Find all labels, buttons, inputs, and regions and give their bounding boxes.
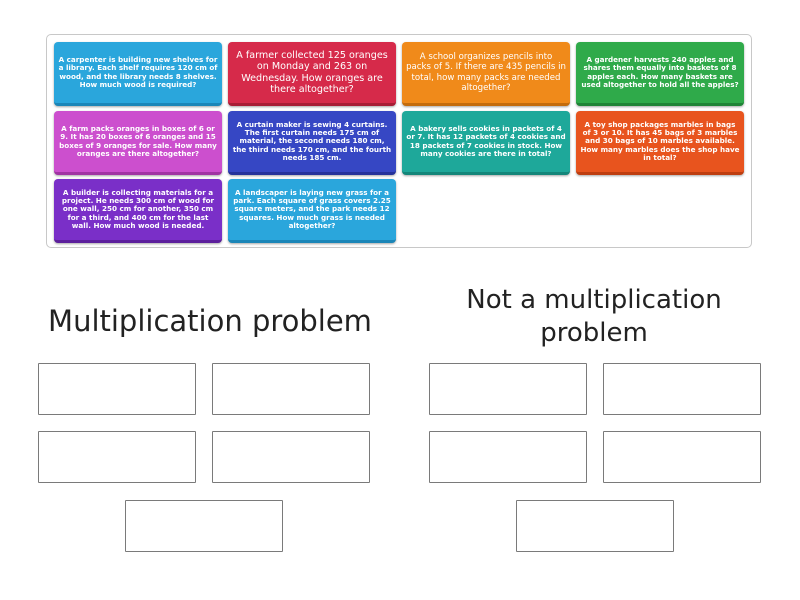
drop-slot-not-multiplication[interactable] xyxy=(429,363,587,415)
problem-card-text: A gardener harvests 240 apples and share… xyxy=(581,55,739,89)
problem-card-text: A bakery sells cookies in packets of 4 o… xyxy=(406,124,566,158)
problem-card-text: A school organizes pencils into packs of… xyxy=(406,52,566,93)
problem-card-text: A curtain maker is sewing 4 curtains. Th… xyxy=(232,120,392,162)
drop-slot-multiplication[interactable] xyxy=(212,363,370,415)
problem-card[interactable]: A landscaper is laying new grass for a p… xyxy=(228,179,396,243)
group-heading-not-multiplication: Not a multiplication problem xyxy=(466,285,722,348)
card-tray: A carpenter is building new shelves for … xyxy=(46,34,752,248)
problem-card[interactable]: A curtain maker is sewing 4 curtains. Th… xyxy=(228,111,396,175)
problem-card-text: A toy shop packages marbles in bags of 3… xyxy=(580,120,740,162)
problem-card-text: A farm packs oranges in boxes of 6 or 9.… xyxy=(59,124,217,158)
group-heading-multiplication: Multiplication problem xyxy=(48,304,372,338)
problem-card[interactable]: A bakery sells cookies in packets of 4 o… xyxy=(402,111,570,175)
problem-card-text: A farmer collected 125 oranges on Monday… xyxy=(236,49,388,95)
problem-card[interactable]: A gardener harvests 240 apples and share… xyxy=(576,42,744,106)
problem-card-text: A builder is collecting materials for a … xyxy=(61,188,215,230)
drop-slot-not-multiplication[interactable] xyxy=(603,363,761,415)
problem-card[interactable]: A toy shop packages marbles in bags of 3… xyxy=(576,111,744,175)
problem-card-text: A carpenter is building new shelves for … xyxy=(58,55,218,89)
drop-slot-multiplication[interactable] xyxy=(38,431,196,483)
problem-card-text: A landscaper is laying new grass for a p… xyxy=(233,188,391,230)
drop-slot-multiplication[interactable] xyxy=(38,363,196,415)
problem-card[interactable]: A carpenter is building new shelves for … xyxy=(54,42,222,106)
drop-slot-multiplication[interactable] xyxy=(212,431,370,483)
drop-slot-not-multiplication[interactable] xyxy=(516,500,674,552)
drop-slot-not-multiplication[interactable] xyxy=(603,431,761,483)
drop-slot-not-multiplication[interactable] xyxy=(429,431,587,483)
problem-card[interactable]: A farm packs oranges in boxes of 6 or 9.… xyxy=(54,111,222,175)
problem-card[interactable]: A builder is collecting materials for a … xyxy=(54,179,222,243)
drop-slot-multiplication[interactable] xyxy=(125,500,283,552)
problem-card[interactable]: A farmer collected 125 oranges on Monday… xyxy=(228,42,396,106)
problem-card[interactable]: A school organizes pencils into packs of… xyxy=(402,42,570,106)
